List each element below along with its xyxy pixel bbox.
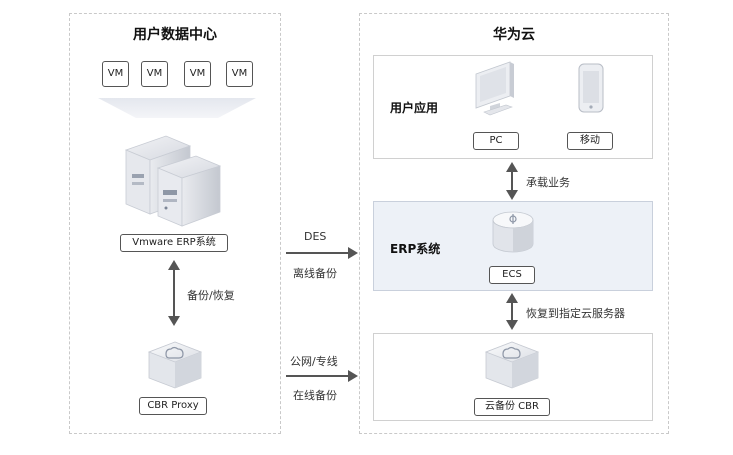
user-app-title: 用户应用 bbox=[390, 101, 439, 115]
backup-restore-label: 备份/恢复 bbox=[187, 289, 235, 302]
vm-box: VM bbox=[184, 61, 211, 87]
ecs-tag: ECS bbox=[489, 266, 535, 284]
cloud-backup-tag: 云备份 CBR bbox=[474, 398, 550, 416]
network-label: 公网/专线 bbox=[290, 355, 338, 368]
pc-tag: PC bbox=[473, 132, 519, 150]
vm-box: VM bbox=[102, 61, 129, 87]
pc-monitor-icon bbox=[475, 61, 514, 116]
user-datacenter-title: 用户数据中心 bbox=[133, 27, 217, 43]
huawei-cloud-title: 华为云 bbox=[493, 27, 535, 43]
mobile-phone-icon bbox=[578, 63, 604, 113]
cbr-proxy-icon bbox=[147, 341, 203, 389]
cbr-proxy-tag: CBR Proxy bbox=[139, 397, 207, 415]
ecs-server-icon bbox=[492, 211, 534, 253]
mobile-tag: 移动 bbox=[567, 132, 613, 150]
vm-box: VM bbox=[141, 61, 168, 87]
des-label: DES bbox=[304, 230, 327, 243]
server-stack-icon bbox=[124, 135, 222, 227]
online-backup-label: 在线备份 bbox=[293, 389, 337, 402]
cloud-backup-icon bbox=[484, 341, 540, 389]
user-datacenter-panel bbox=[69, 13, 281, 434]
offline-backup-label: 离线备份 bbox=[293, 267, 337, 280]
huawei-cloud-panel bbox=[359, 13, 669, 434]
restore-to-server-label: 恢复到指定云服务器 bbox=[526, 307, 625, 320]
carry-business-label: 承载业务 bbox=[526, 176, 570, 189]
vm-box: VM bbox=[226, 61, 253, 87]
vmware-erp-tag: Vmware ERP系统 bbox=[120, 234, 228, 252]
erp-system-title: ERP系统 bbox=[390, 242, 441, 256]
